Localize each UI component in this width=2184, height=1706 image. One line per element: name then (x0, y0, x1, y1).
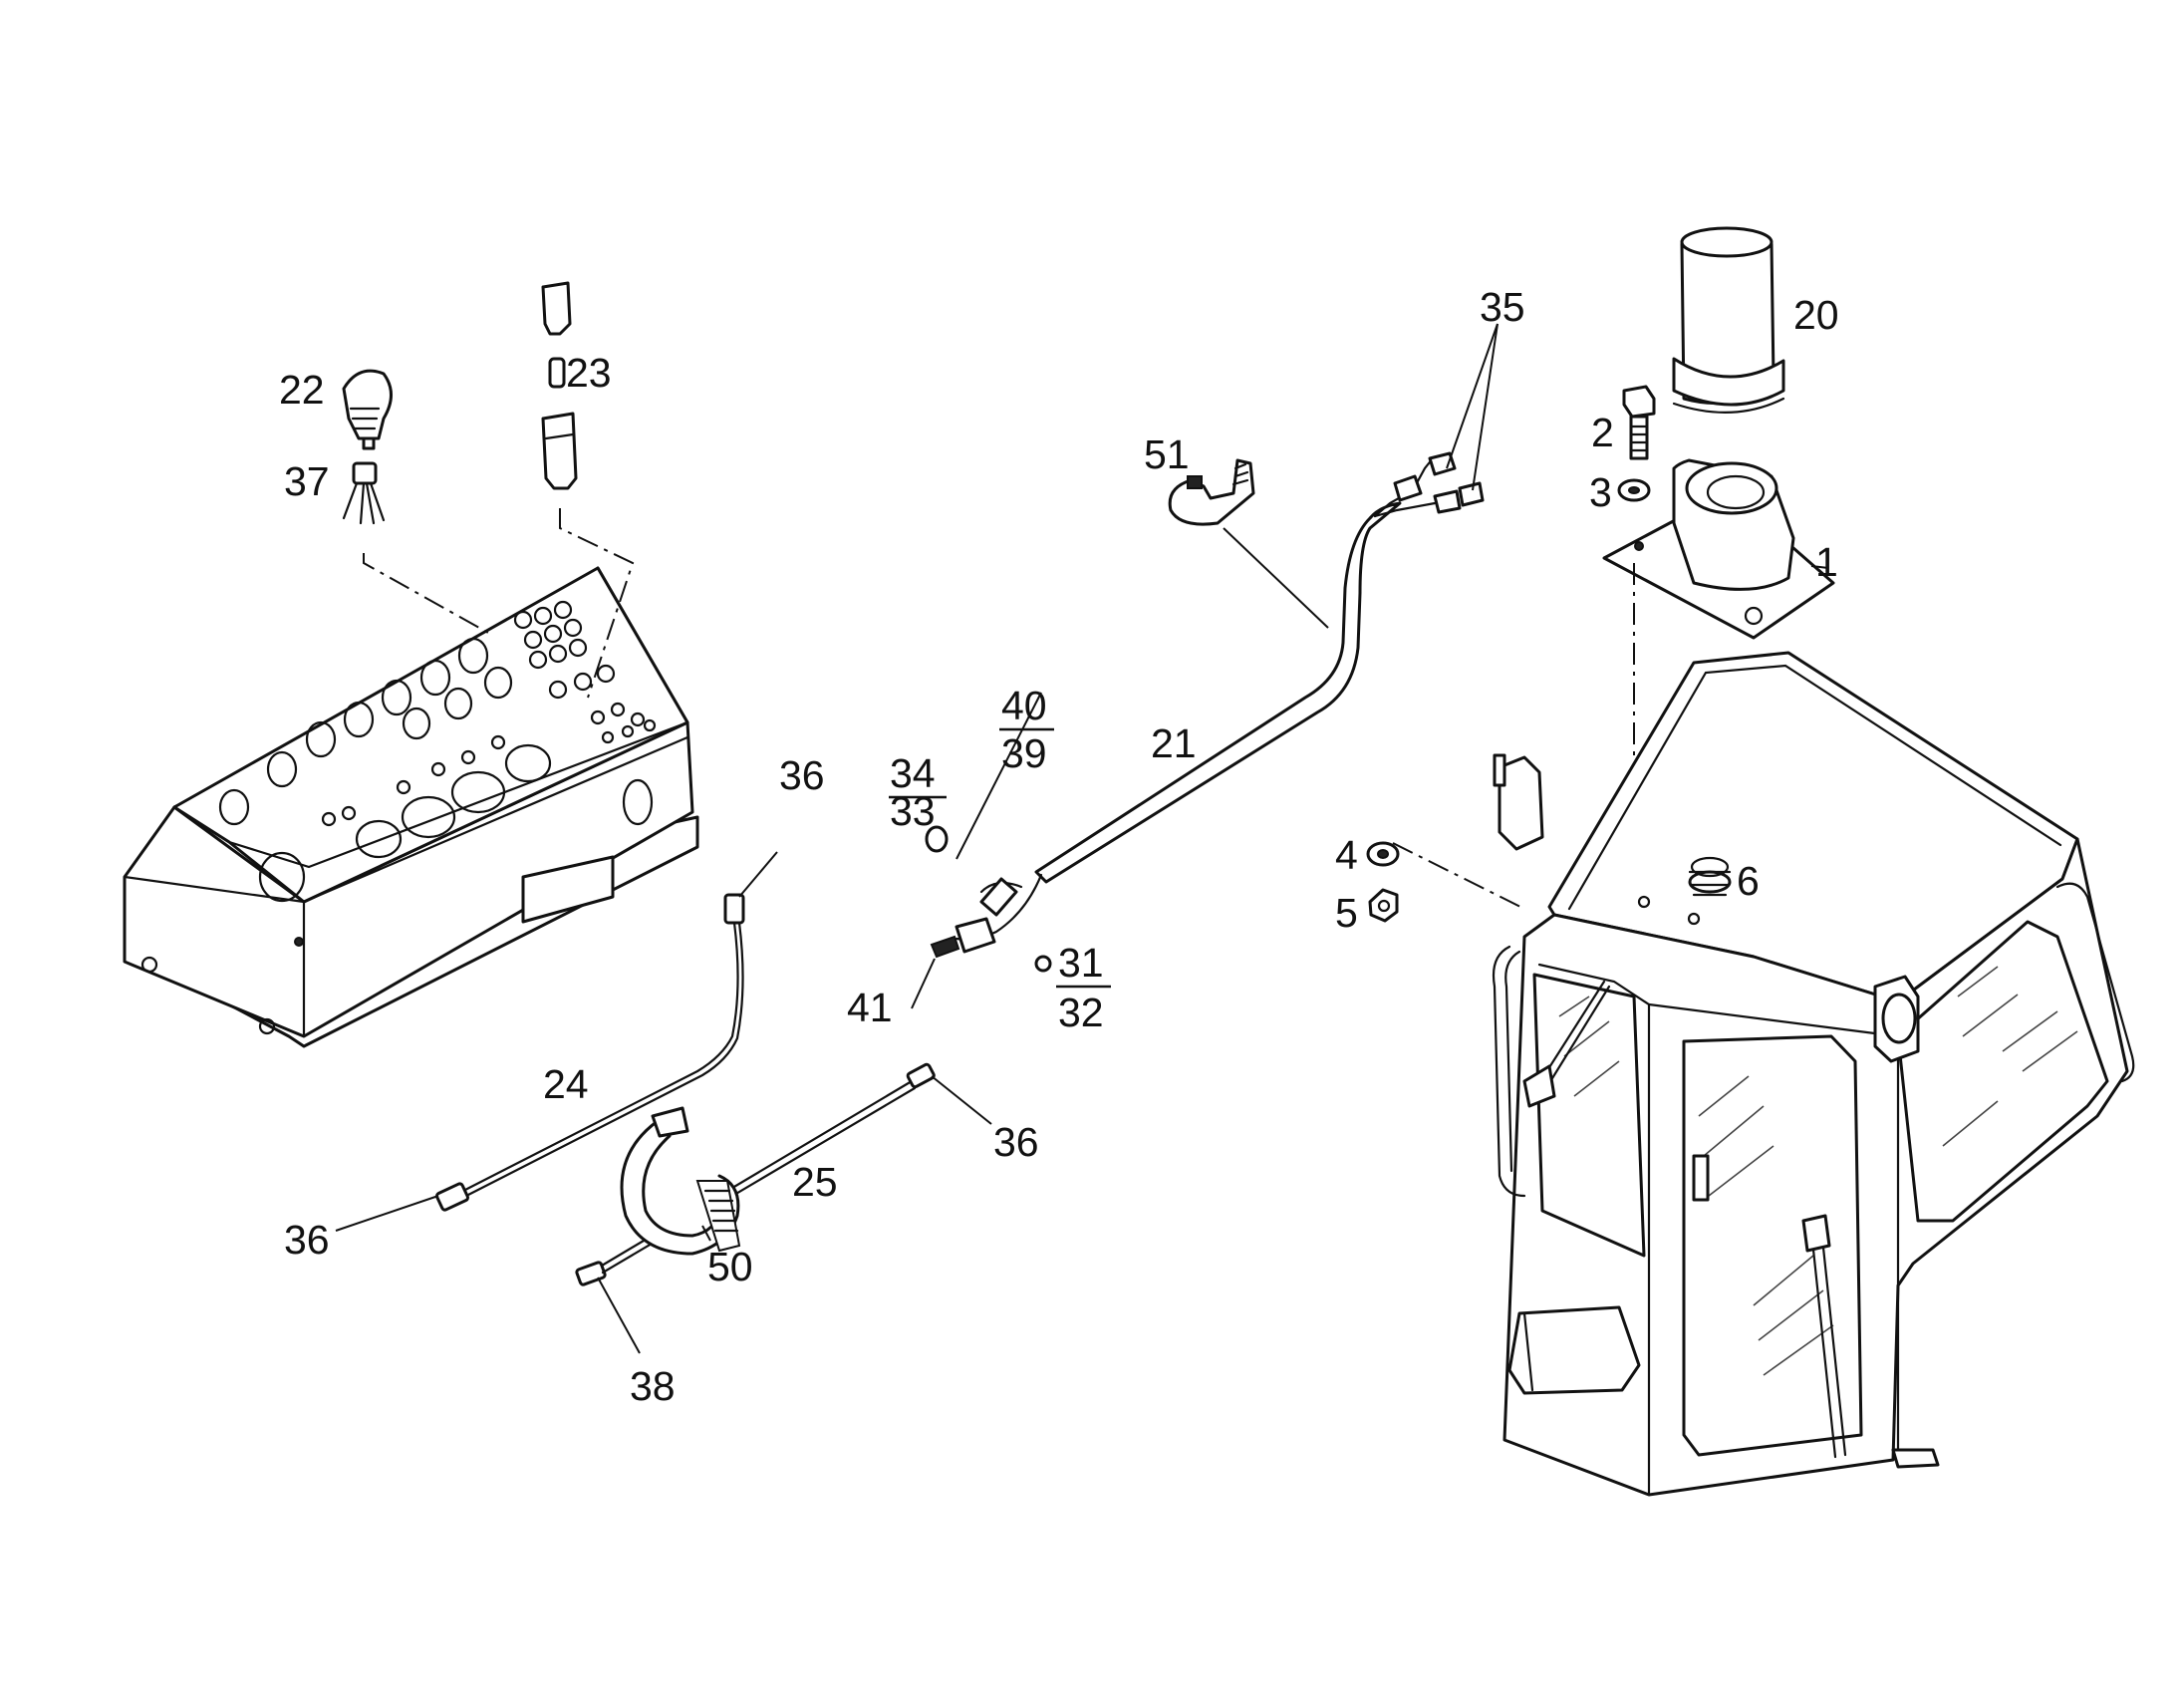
bolt-2 (1622, 385, 1656, 460)
hose-clamp-50 (620, 1106, 741, 1256)
beacon-20 (1672, 226, 1785, 414)
callout-2: 2 (1591, 410, 1614, 455)
callout-fraction-31-32: 31 32 (1056, 940, 1111, 1035)
callout-1: 1 (1815, 539, 1838, 585)
callout-51: 51 (1144, 431, 1190, 477)
callout-fraction-40-39: 40 39 (999, 683, 1054, 776)
fuse-34-33 (925, 825, 949, 853)
callout-24: 24 (543, 1061, 589, 1107)
harness-21 (930, 451, 1485, 959)
callout-23: 23 (566, 350, 612, 396)
callout-39: 39 (1001, 730, 1047, 776)
callout-50: 50 (707, 1244, 753, 1289)
assembly-line-23 (559, 508, 635, 699)
cable-clip-51 (1168, 458, 1255, 526)
operator-cab (1492, 651, 2135, 1497)
washer-4 (1366, 841, 1400, 867)
callout-6: 6 (1737, 858, 1760, 904)
callout-20: 20 (1793, 292, 1839, 338)
callout-21: 21 (1151, 720, 1197, 766)
callout-36-top: 36 (779, 752, 825, 798)
callout-22: 22 (279, 367, 325, 413)
assembly-line-4-5 (1392, 842, 1525, 910)
callout-fraction-34-33: 34 33 (889, 750, 947, 834)
callout-34: 34 (890, 750, 936, 796)
callout-41: 41 (847, 985, 893, 1030)
instrument-panel (123, 566, 699, 1048)
callout-25: 25 (792, 1159, 838, 1205)
callout-3: 3 (1589, 469, 1612, 515)
callout-32: 32 (1058, 990, 1104, 1035)
callout-36-left: 36 (284, 1217, 330, 1263)
cable-24 (434, 893, 745, 1212)
assembly-line-37 (363, 553, 489, 638)
callout-37: 37 (284, 458, 330, 504)
callout-35: 35 (1480, 284, 1525, 330)
connector-37 (342, 461, 386, 525)
vent-6 (1688, 856, 1732, 897)
callout-38: 38 (630, 1363, 676, 1409)
switch-22 (342, 369, 393, 450)
bulb-holder-23 (541, 281, 578, 490)
leader-lines (335, 323, 1829, 1354)
callout-labels: 1 2 3 4 5 6 20 21 22 23 24 25 35 36 36 3… (279, 284, 1839, 1409)
callout-4: 4 (1335, 832, 1358, 878)
nut-5 (1368, 888, 1399, 923)
gauge-holes (218, 600, 657, 903)
callout-33: 33 (890, 788, 936, 834)
fuse-31-32 (1034, 955, 1052, 973)
washer-3 (1617, 478, 1651, 502)
callout-40: 40 (1001, 683, 1047, 728)
callout-36-right: 36 (993, 1119, 1039, 1165)
callout-31: 31 (1058, 940, 1104, 986)
callout-5: 5 (1335, 890, 1358, 936)
